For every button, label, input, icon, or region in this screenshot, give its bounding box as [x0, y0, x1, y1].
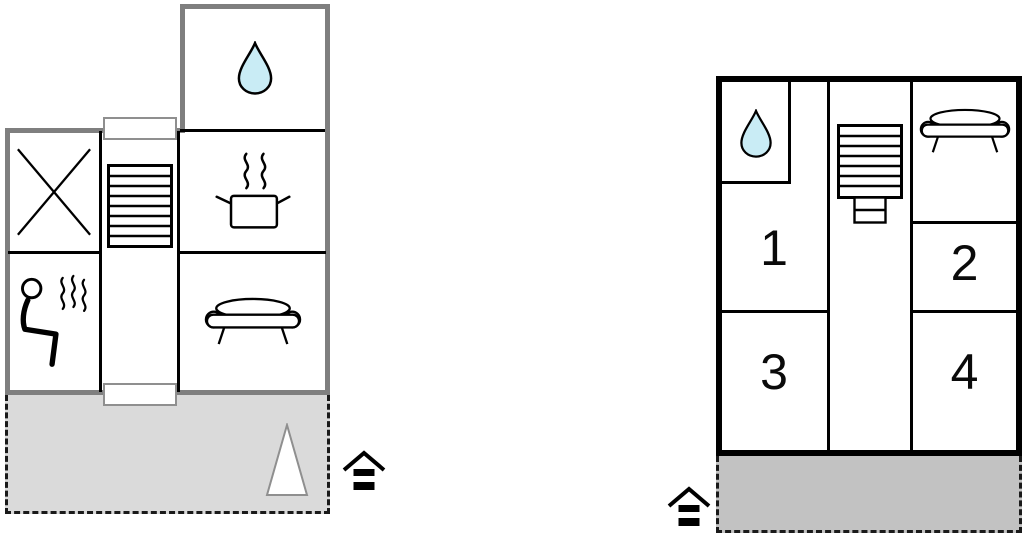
house-entrance-icon — [666, 486, 712, 532]
stair-hall — [102, 134, 177, 390]
wall — [180, 4, 330, 9]
wall — [788, 80, 791, 184]
room-lounge — [915, 84, 1014, 219]
room-cross — [10, 134, 98, 249]
room-3: 3 — [722, 315, 826, 429]
wall — [721, 181, 791, 184]
cooking-pot-icon — [210, 148, 296, 236]
wall — [180, 4, 185, 133]
wall — [8, 251, 102, 254]
room-1-label: 1 — [760, 219, 788, 276]
wall — [716, 76, 722, 456]
stair-hall — [832, 82, 908, 450]
room-2: 2 — [915, 220, 1014, 306]
water-drop-icon — [236, 41, 274, 95]
wall — [5, 128, 185, 133]
wall — [325, 4, 330, 395]
room-bathroom — [724, 84, 787, 182]
wall — [177, 131, 180, 392]
wall — [910, 80, 913, 452]
wall — [5, 128, 10, 395]
stairs-icon — [837, 124, 903, 224]
house-entrance-icon — [341, 450, 387, 496]
wall — [716, 450, 1022, 456]
wall — [99, 131, 102, 392]
wall — [716, 76, 1022, 82]
wall — [912, 221, 1017, 224]
door — [103, 117, 177, 140]
wall — [827, 80, 830, 452]
room-top-bathroom — [185, 9, 325, 127]
door — [103, 383, 177, 406]
tree-icon — [265, 423, 309, 497]
room-4-label: 4 — [950, 344, 979, 400]
room-kitchen — [182, 134, 324, 250]
wall — [912, 310, 1017, 313]
sofa-icon — [204, 297, 302, 348]
room-living — [182, 256, 324, 388]
room-4: 4 — [915, 315, 1014, 429]
stairs-icon — [107, 164, 173, 248]
wall — [179, 251, 326, 254]
water-drop-icon — [739, 109, 773, 158]
wall — [180, 129, 325, 132]
room-3-label: 3 — [760, 344, 788, 400]
room-1: 1 — [722, 187, 826, 308]
wall — [721, 310, 828, 313]
room-sauna — [10, 256, 98, 388]
sauna-person-icon — [12, 274, 96, 371]
room-2-label: 2 — [950, 235, 979, 291]
balcony-area — [716, 456, 1022, 533]
sofa-icon — [919, 108, 1011, 156]
wall — [1016, 76, 1022, 456]
cross-icon — [16, 147, 92, 237]
